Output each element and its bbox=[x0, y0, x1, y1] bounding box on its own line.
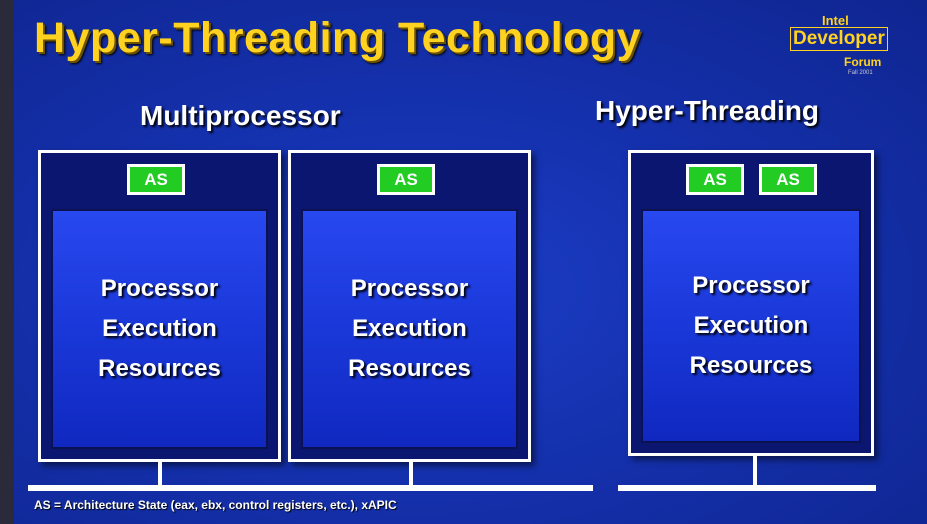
connector-line-3 bbox=[753, 453, 757, 487]
execution-resources-label: Processor Execution Resources bbox=[689, 272, 813, 379]
processor-box-hyper-threading: AS AS Processor Execution Resources bbox=[628, 150, 874, 456]
logo-date-text: Fall 2001 bbox=[848, 70, 873, 76]
heading-multiprocessor: Multiprocessor bbox=[140, 100, 341, 131]
connector-line-2 bbox=[409, 459, 413, 487]
architecture-state-box-2: AS bbox=[759, 164, 817, 195]
architecture-state-box: AS bbox=[127, 164, 185, 195]
execution-resources-box: Processor Execution Resources bbox=[641, 209, 861, 443]
footnote: AS = Architecture State (eax, ebx, contr… bbox=[34, 498, 397, 512]
heading-hyper-threading: Hyper-Threading bbox=[595, 95, 820, 126]
idf-logo: Intel Developer Forum Fall 2001 bbox=[788, 13, 926, 93]
logo-forum-text: Forum bbox=[844, 55, 882, 69]
processor-box-1: AS Processor Execution Resources bbox=[38, 150, 281, 462]
architecture-state-box: AS bbox=[377, 164, 435, 195]
execution-resources-label: Processor Execution Resources bbox=[348, 275, 471, 382]
architecture-state-box-1: AS bbox=[686, 164, 744, 195]
slide-title: Hyper-Threading Technology bbox=[34, 14, 642, 62]
execution-resources-box: Processor Execution Resources bbox=[301, 209, 518, 449]
logo-intel-text: Intel bbox=[822, 13, 849, 28]
logo-developer-text: Developer bbox=[790, 27, 888, 51]
execution-resources-label: Processor Execution Resources bbox=[98, 275, 221, 382]
execution-resources-box: Processor Execution Resources bbox=[51, 209, 268, 449]
connector-line-1 bbox=[158, 459, 162, 487]
system-bus-left bbox=[28, 485, 593, 491]
processor-box-2: AS Processor Execution Resources bbox=[288, 150, 531, 462]
system-bus-right bbox=[618, 485, 876, 491]
